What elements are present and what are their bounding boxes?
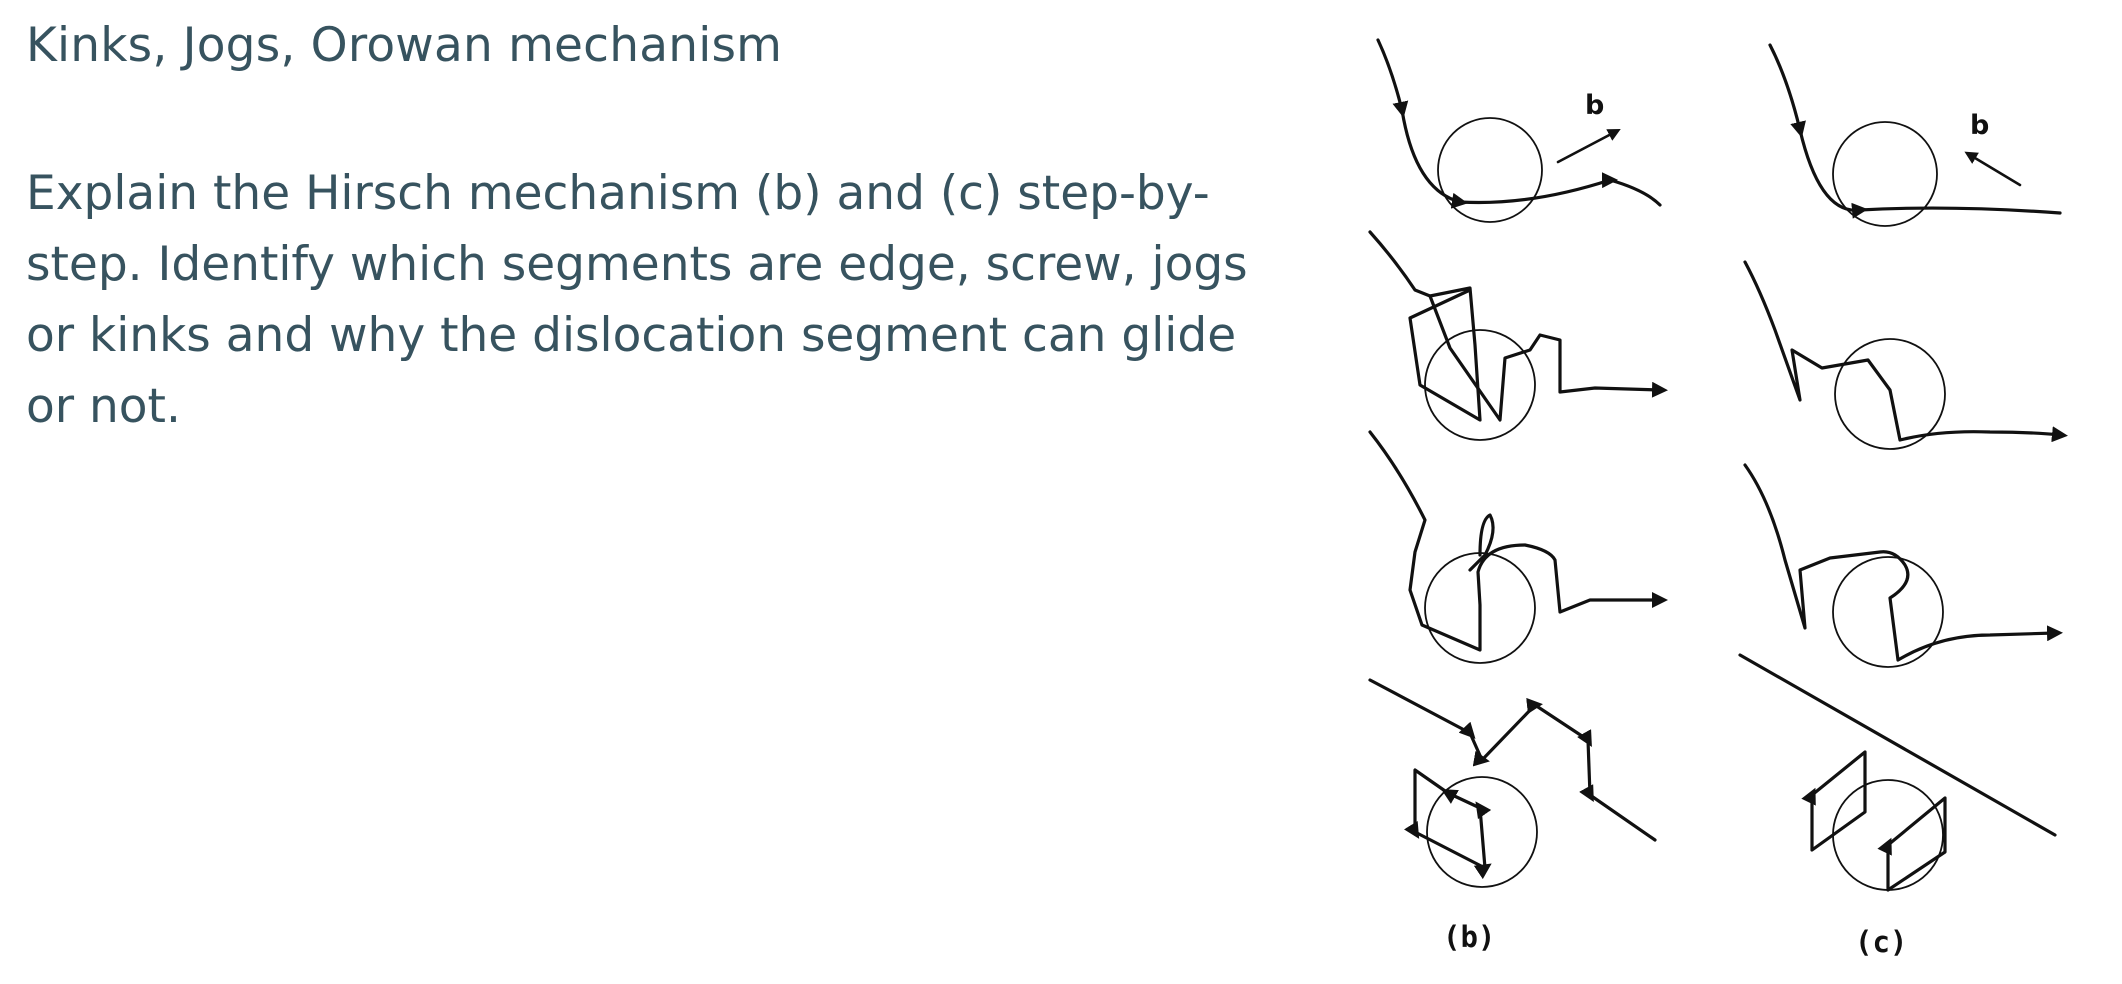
panel-b-step-2 xyxy=(1368,230,1668,441)
panel-label-b: (b) xyxy=(1443,920,1496,954)
panel-c-step-1 xyxy=(1768,43,2062,227)
precipitate-circle xyxy=(1424,329,1536,441)
panel-b-step-4 xyxy=(1368,678,1657,888)
dislocation-loop xyxy=(1468,513,1495,572)
precipitate-circle xyxy=(1832,556,1944,668)
dislocation-line xyxy=(1368,678,1657,842)
panel-b-step-3 xyxy=(1368,430,1668,664)
panel-c-step-2 xyxy=(1743,260,2068,450)
panel-b-step-1 xyxy=(1376,38,1662,223)
dislocation-line xyxy=(1368,230,1482,422)
dislocation-line xyxy=(1743,260,2068,443)
question-text: Explain the Hirsch mechanism (b) and (c)… xyxy=(26,166,1248,434)
panel-c-step-4 xyxy=(1738,653,2057,892)
dislocation-loop xyxy=(1415,768,1485,868)
precipitate-circle xyxy=(1437,117,1543,223)
burgers-vector-label: b xyxy=(1585,90,1605,121)
dislocation-line xyxy=(1428,294,1668,422)
dislocation-line xyxy=(1376,38,1662,209)
panel-c-step-3 xyxy=(1743,463,2063,668)
dislocation-line xyxy=(1738,653,2057,837)
burgers-vector-label: b xyxy=(1970,110,1990,141)
dislocation-line xyxy=(1368,430,1668,652)
burgers-vector-arrow xyxy=(1964,151,2022,187)
dislocation-line xyxy=(1768,43,2062,219)
dislocation-loop xyxy=(1888,796,1947,892)
dislocation-line xyxy=(1743,463,2063,662)
dislocation-loop xyxy=(1812,750,1867,852)
burgers-vector-arrow xyxy=(1556,128,1621,164)
hirsch-mechanism-figure: b b (b) (c) xyxy=(1330,0,2122,980)
precipitate-circle xyxy=(1834,338,1946,450)
panel-label-c: (c) xyxy=(1855,925,1908,959)
slide-title: Kinks, Jogs, Orowan mechanism xyxy=(26,18,783,73)
